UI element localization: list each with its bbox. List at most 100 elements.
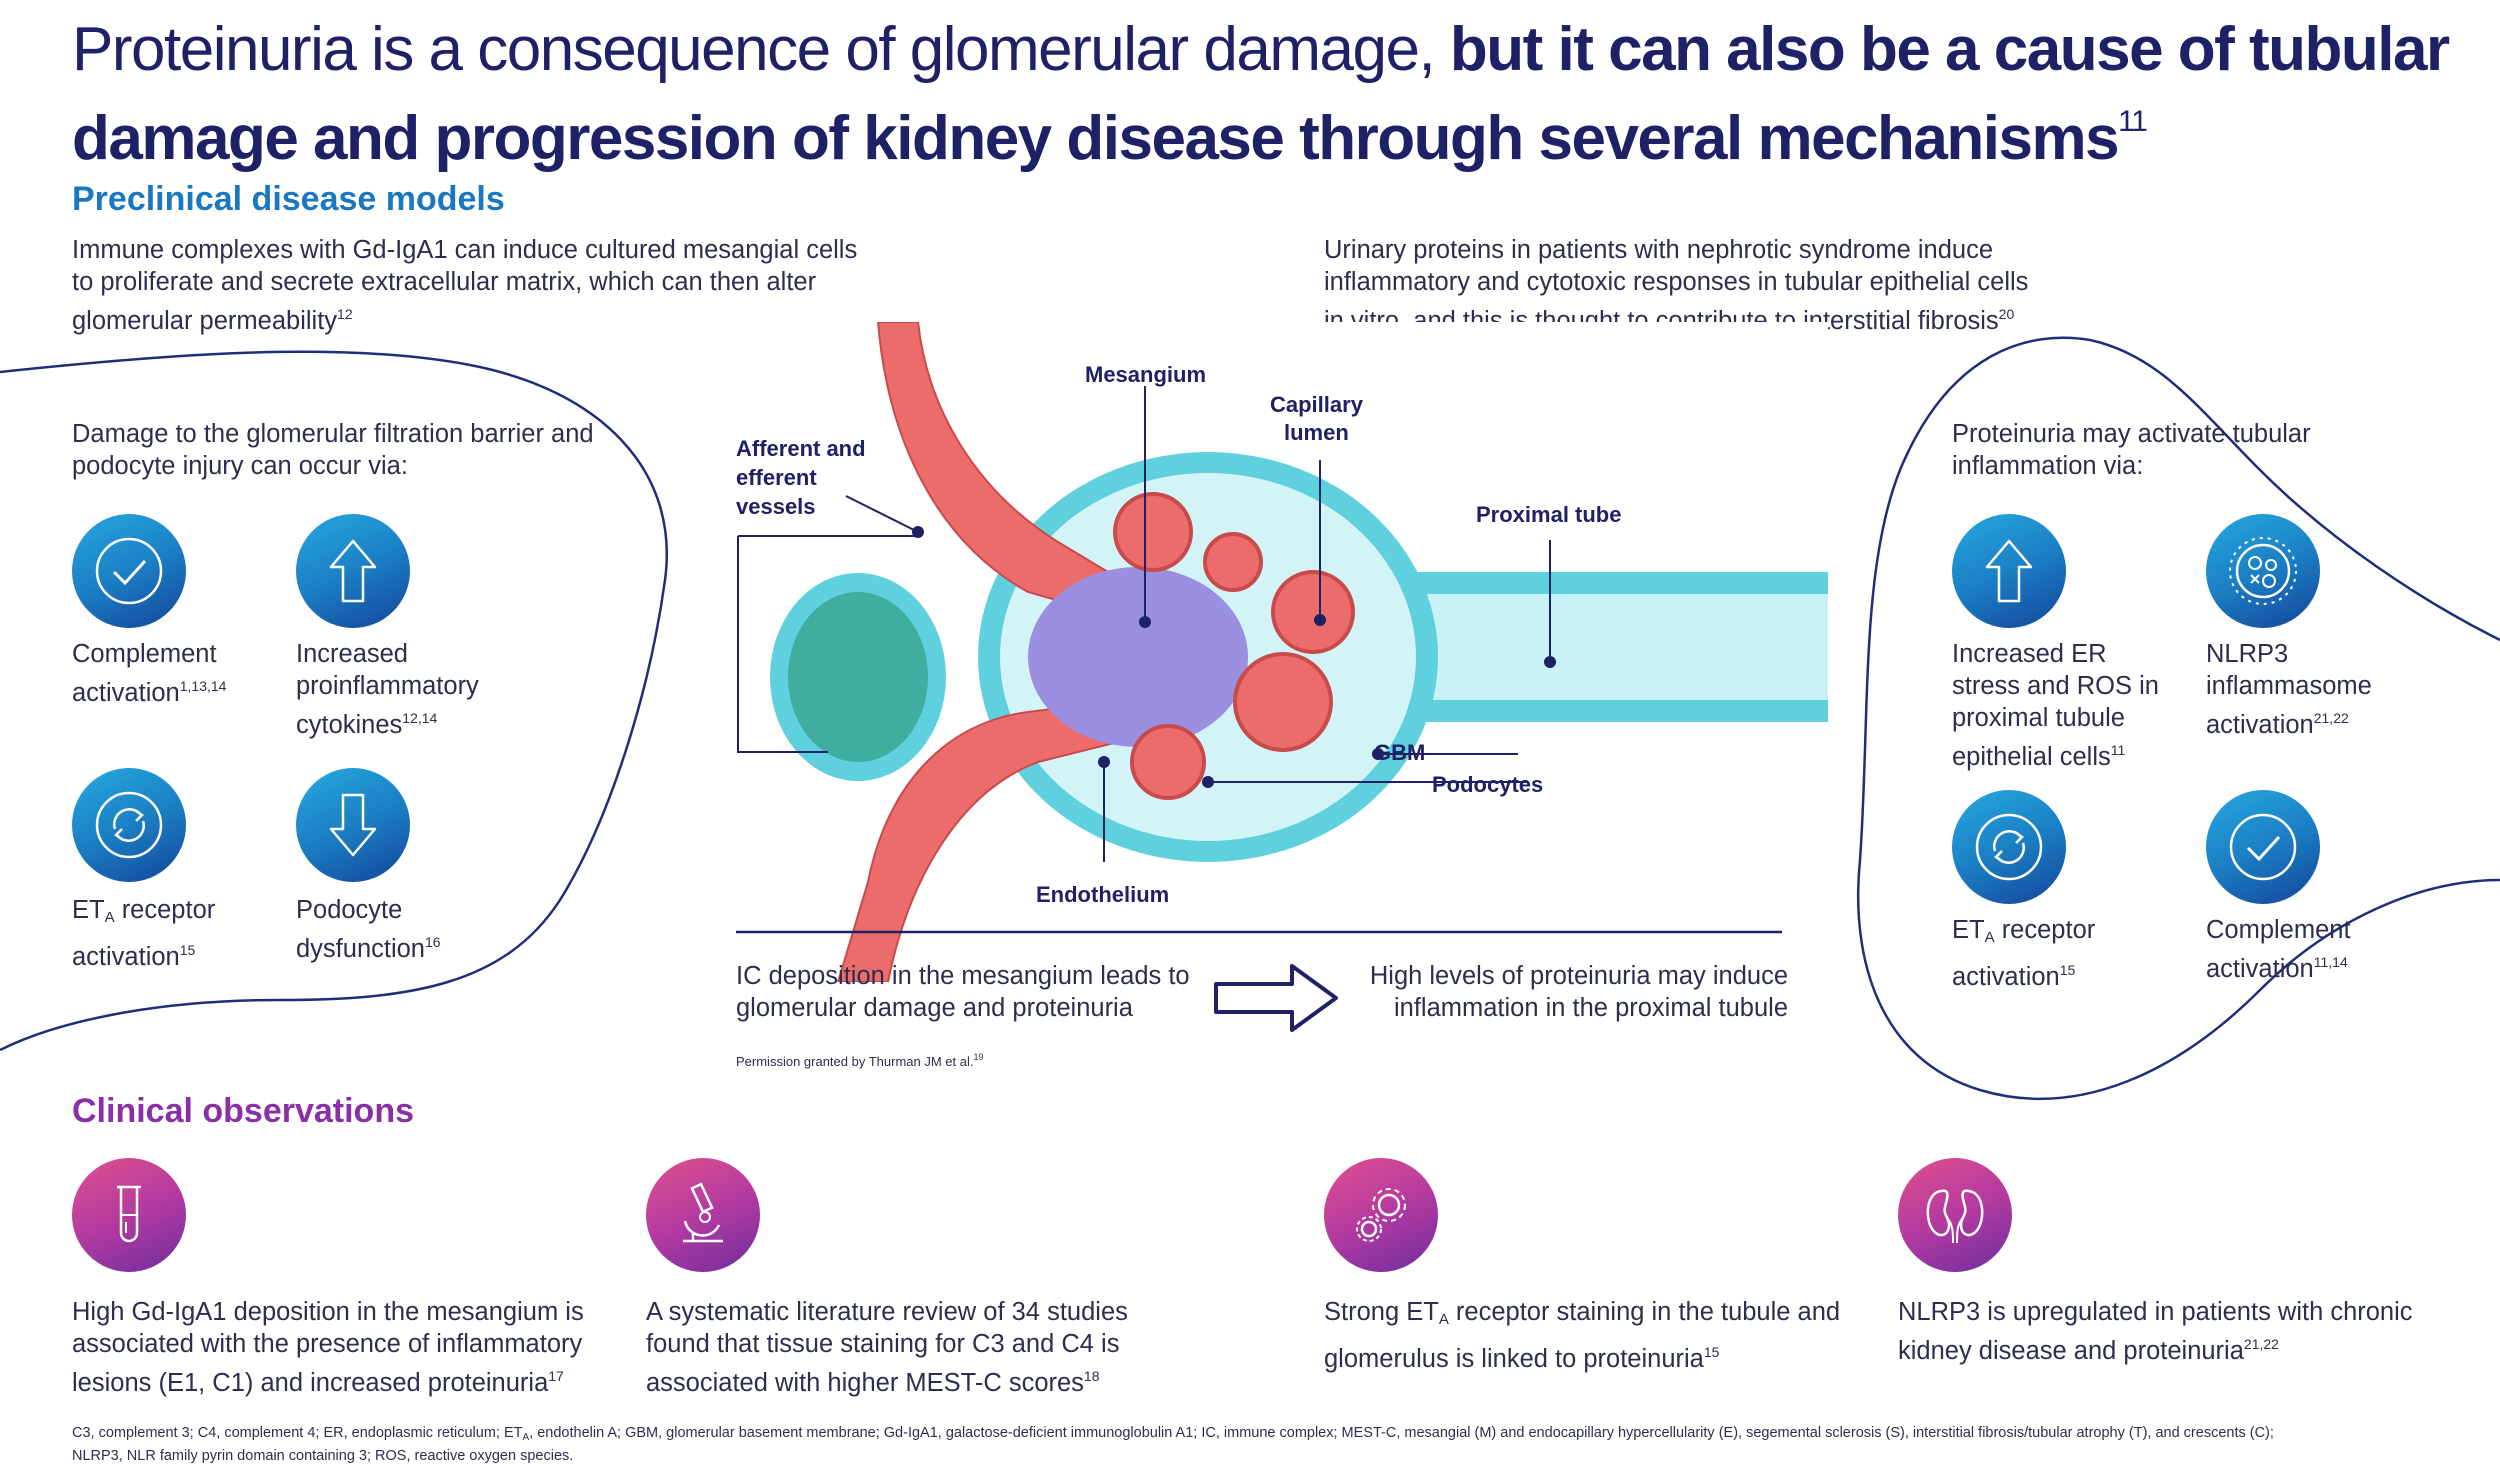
caption-right: High levels of proteinuria may induce in…	[1369, 962, 1788, 1022]
right-complement-icon	[2206, 790, 2320, 904]
clinical-obs-1-ref: 17	[548, 1368, 564, 1384]
clinical-obs-3-sub: A	[1438, 1311, 1449, 1328]
right-complement-ref: 11,14	[2313, 954, 2348, 970]
cycle-icon	[95, 791, 163, 859]
arrow-right-icon	[1214, 964, 1338, 1032]
right-eta-ref: 15	[2059, 962, 2076, 978]
preclinical-right-body: Urinary proteins in patients with nephro…	[1324, 236, 2029, 335]
left-podocyte-text: Podocyte dysfunction	[296, 896, 425, 963]
inflammasome-icon	[2229, 537, 2297, 605]
label-proximal-tube: Proximal tube	[1476, 502, 1621, 527]
test-tube-icon	[117, 1185, 141, 1243]
left-complement-ref: 1,13,14	[179, 678, 227, 694]
clinical-icon-1	[72, 1158, 186, 1272]
preclinical-heading: Preclinical disease models	[72, 180, 505, 218]
left-cytokines-label: Increased proinflammatory cytokines12,14	[296, 638, 516, 741]
left-panel-intro: Damage to the glomerular filtration barr…	[72, 420, 594, 480]
permission-text: Permission granted by Thurman JM et al.	[736, 1054, 974, 1069]
right-nlrp3-ref: 21,22	[2313, 710, 2349, 726]
capillary-loop	[1203, 532, 1263, 592]
caption-left: IC deposition in the mesangium leads to …	[736, 962, 1190, 1022]
right-complement-text: Complement activation	[2206, 916, 2351, 983]
preclinical-left-ref: 12	[337, 306, 353, 322]
permission-ref: 19	[973, 1052, 984, 1062]
left-podocyte-label: Podocyte dysfunction16	[296, 894, 516, 965]
microscope-icon	[683, 1182, 723, 1243]
clinical-obs-1-text: High Gd-IgA1 deposition in the mesangium…	[72, 1298, 584, 1397]
clinical-obs-2: A systematic literature review of 34 stu…	[646, 1296, 1166, 1399]
label-capillary-2: lumen	[1284, 420, 1349, 445]
kidneys-icon	[1926, 1189, 1984, 1244]
left-complement-icon	[72, 514, 186, 628]
clinical-obs-4: NLRP3 is upregulated in patients with ch…	[1898, 1296, 2458, 1367]
left-podocyte-ref: 16	[425, 934, 441, 950]
footnote-line-1-b: , endothelin A; GBM, glomerular basement…	[529, 1425, 2274, 1441]
left-complement-label: Complement activation1,13,14	[72, 638, 272, 709]
right-nlrp3-label: NLRP3 inflammasome activation21,22	[2206, 638, 2406, 741]
clinical-obs-2-ref: 18	[1083, 1368, 1100, 1384]
left-complement-text: Complement activation	[72, 640, 217, 707]
clinical-obs-2-text: A systematic literature review of 34 stu…	[646, 1298, 1128, 1397]
left-panel-outline	[0, 350, 668, 1052]
arrow-down-icon	[329, 793, 377, 857]
footnote-line-1-a: C3, complement 3; C4, complement 4; ER, …	[72, 1425, 523, 1441]
left-eta-text-a: ET	[72, 896, 105, 924]
right-eta-icon	[1952, 790, 2066, 904]
right-er-stress-label: Increased ER stress and ROS in proximal …	[1952, 638, 2172, 773]
clinical-obs-1: High Gd-IgA1 deposition in the mesangium…	[72, 1296, 632, 1399]
right-nlrp3-icon	[2206, 514, 2320, 628]
footnote-line-1: C3, complement 3; C4, complement 4; ER, …	[72, 1424, 2472, 1447]
capillary-loop	[1130, 724, 1206, 800]
right-eta-text-b: receptor activation	[1952, 916, 2096, 991]
label-afferent-1: Afferent and	[736, 436, 866, 461]
right-nlrp3-text: NLRP3 inflammasome activation	[2206, 640, 2372, 739]
cycle-icon	[1975, 813, 2043, 881]
title-ref: 11	[2118, 105, 2148, 138]
right-eta-sub: A	[1984, 929, 1995, 946]
left-cytokines-ref: 12,14	[402, 710, 438, 726]
right-er-stress-text: Increased ER stress and ROS in proximal …	[1952, 640, 2159, 771]
left-eta-ref: 15	[179, 942, 196, 958]
clinical-obs-3: Strong ETA receptor staining in the tubu…	[1324, 1296, 1864, 1375]
checkmark-icon	[2229, 813, 2297, 881]
clinical-heading: Clinical observations	[72, 1092, 414, 1130]
footnote-line-1-sub: A	[522, 1432, 530, 1443]
label-capillary-1: Capillary	[1270, 392, 1364, 417]
permission-note: Permission granted by Thurman JM et al.1…	[736, 1048, 984, 1071]
clinical-obs-3-text-a: Strong ET	[1324, 1298, 1439, 1326]
checkmark-icon	[95, 537, 163, 605]
arrow-up-icon	[329, 539, 377, 603]
label-gbm: GBM	[1374, 740, 1425, 765]
afferent-bracket	[737, 536, 828, 753]
title-part-1: Proteinuria is a consequence of glomerul…	[72, 15, 1450, 84]
left-cytokines-icon	[296, 514, 410, 628]
left-eta-icon	[72, 768, 186, 882]
right-er-stress-icon	[1952, 514, 2066, 628]
label-endothelium: Endothelium	[1036, 882, 1169, 907]
mesangium	[1028, 567, 1248, 747]
label-afferent-2: efferent	[736, 465, 817, 490]
capillary-loop	[1271, 570, 1355, 654]
right-er-stress-ref: 11	[2110, 742, 2126, 758]
right-panel-intro: Proteinuria may activate tubular inflamm…	[1952, 420, 2311, 480]
right-eta-text-a: ET	[1952, 916, 1985, 944]
tubule-cross-section-lumen	[788, 592, 928, 762]
left-cytokines-text: Increased proinflammatory cytokines	[296, 640, 479, 739]
right-eta-label: ETA receptor activation15	[1952, 914, 2152, 993]
clinical-obs-4-text: NLRP3 is upregulated in patients with ch…	[1898, 1298, 2413, 1365]
preclinical-right-ref: 20	[1998, 306, 2015, 322]
title-part-2: but it can also be a cause of tubular da…	[72, 15, 2450, 173]
clinical-icon-2	[646, 1158, 760, 1272]
right-complement-label: Complement activation11,14	[2206, 914, 2406, 985]
arrow-up-icon	[1985, 539, 2033, 603]
label-mesangium: Mesangium	[1085, 362, 1206, 387]
footnote-line-2: NLRP3, NLR family pyrin domain containin…	[72, 1448, 574, 1464]
clinical-icon-4	[1898, 1158, 2012, 1272]
label-podocytes: Podocytes	[1432, 772, 1543, 797]
clinical-icon-3	[1324, 1158, 1438, 1272]
gears-icon	[1356, 1188, 1406, 1242]
label-afferent-3: vessels	[736, 494, 816, 519]
preclinical-left-body: Immune complexes with Gd-IgA1 can induce…	[72, 236, 858, 335]
capillary-loop	[1113, 492, 1193, 572]
